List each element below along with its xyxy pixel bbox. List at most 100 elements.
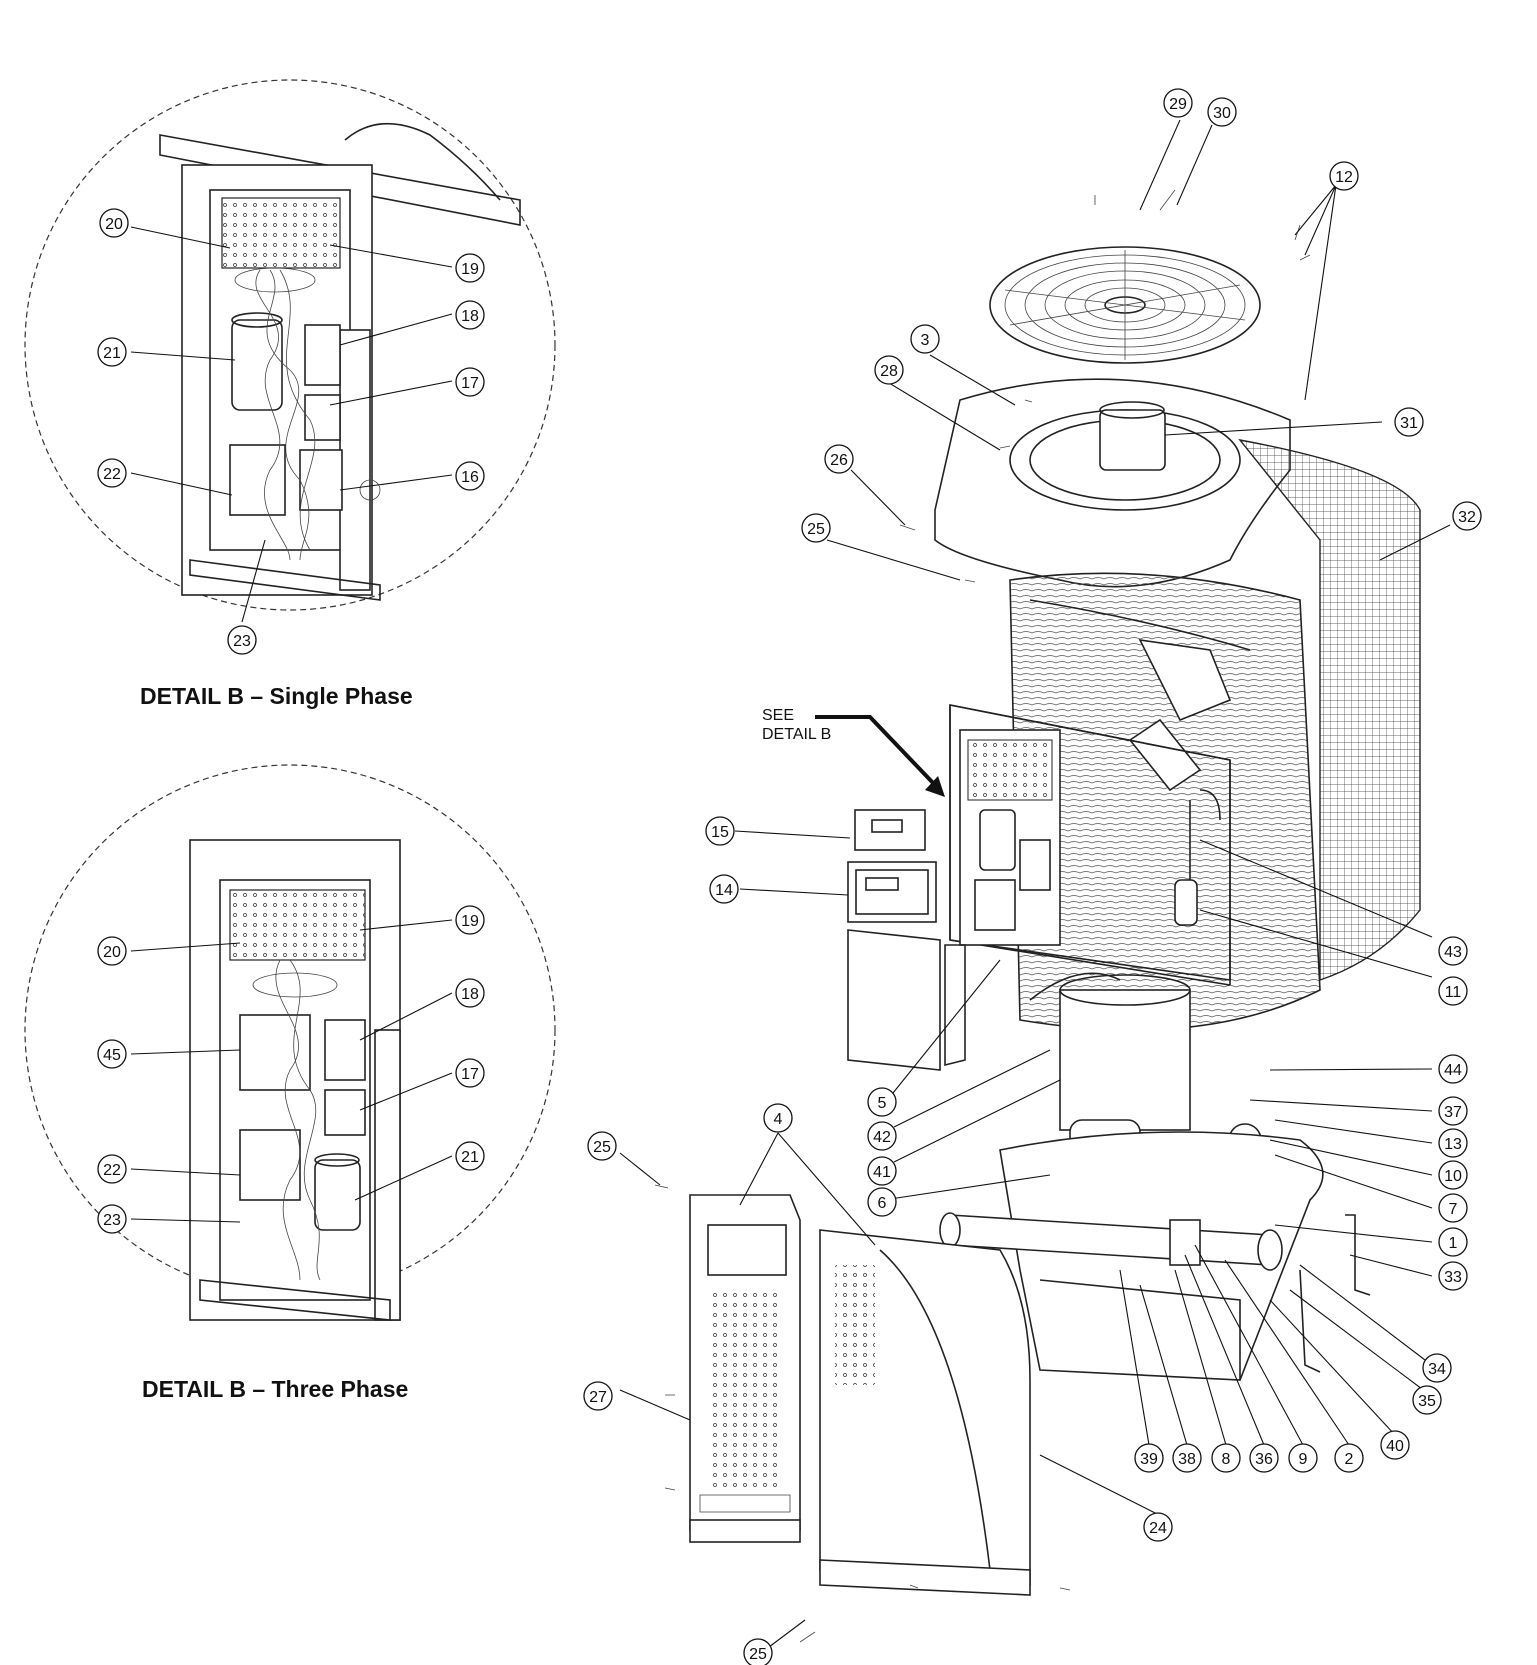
svg-text:31: 31 (1400, 415, 1418, 432)
leader-lines (130, 119, 1451, 1651)
callout-36: 36 (1249, 1443, 1279, 1473)
callout-14: 14 (709, 874, 739, 904)
callout-11: 11 (1438, 976, 1468, 1006)
svg-text:25: 25 (593, 1139, 611, 1156)
callout-20-three: 20 (97, 936, 127, 966)
svg-text:42: 42 (873, 1129, 891, 1146)
callout-42: 42 (867, 1121, 897, 1151)
svg-text:27: 27 (589, 1389, 607, 1406)
see-detail-line2: DETAIL B (762, 726, 832, 743)
callout-33: 33 (1438, 1261, 1468, 1291)
svg-text:16: 16 (461, 469, 479, 486)
svg-text:44: 44 (1444, 1062, 1462, 1079)
svg-text:17: 17 (461, 375, 479, 392)
svg-text:21: 21 (103, 345, 121, 362)
callout-1: 1 (1438, 1227, 1468, 1257)
callout-28: 28 (874, 355, 904, 385)
callout-19-three: 19 (455, 905, 485, 935)
callout-45-three: 45 (97, 1039, 127, 1069)
svg-text:2: 2 (1345, 1451, 1354, 1468)
callout-21-single: 21 (97, 337, 127, 367)
svg-text:28: 28 (880, 363, 898, 380)
callout-22-single: 22 (97, 458, 127, 488)
callout-5: 5 (867, 1087, 897, 1117)
svg-text:43: 43 (1444, 944, 1462, 961)
callout-16-single: 16 (455, 461, 485, 491)
callout-17-single: 17 (455, 367, 485, 397)
svg-text:11: 11 (1445, 984, 1462, 1001)
svg-text:23: 23 (233, 633, 251, 650)
svg-text:1: 1 (1449, 1235, 1458, 1252)
callout-37: 37 (1438, 1096, 1468, 1126)
svg-text:13: 13 (1444, 1136, 1462, 1153)
svg-text:12: 12 (1335, 169, 1353, 186)
svg-text:26: 26 (830, 452, 848, 469)
svg-text:30: 30 (1213, 105, 1231, 122)
svg-text:25: 25 (749, 1646, 767, 1663)
svg-text:5: 5 (878, 1095, 887, 1112)
callout-23-three: 23 (97, 1204, 127, 1234)
caption-three-phase: DETAIL B – Three Phase (142, 1376, 409, 1402)
callout-18-single: 18 (455, 300, 485, 330)
svg-text:45: 45 (103, 1047, 121, 1064)
callout-29: 29 (1163, 88, 1193, 118)
svg-text:25: 25 (807, 521, 825, 538)
callout-25-left: 25 (587, 1131, 617, 1161)
callout-31: 31 (1394, 407, 1424, 437)
callout-25-top: 25 (801, 513, 831, 543)
svg-text:9: 9 (1299, 1451, 1308, 1468)
svg-text:22: 22 (103, 466, 121, 483)
svg-text:19: 19 (461, 913, 479, 930)
callout-32: 32 (1452, 501, 1482, 531)
svg-text:20: 20 (103, 944, 121, 961)
callout-34: 34 (1422, 1353, 1452, 1383)
svg-text:19: 19 (461, 261, 479, 278)
callout-27: 27 (583, 1381, 613, 1411)
callout-9: 9 (1288, 1443, 1318, 1473)
callout-21-three: 21 (455, 1141, 485, 1171)
callout-15: 15 (705, 816, 735, 846)
callout-8: 8 (1211, 1443, 1241, 1473)
svg-text:21: 21 (461, 1149, 479, 1166)
callout-40: 40 (1380, 1430, 1410, 1460)
svg-text:6: 6 (878, 1195, 887, 1212)
callout-38: 38 (1172, 1443, 1202, 1473)
svg-text:15: 15 (711, 824, 729, 841)
see-detail-note: SEE DETAIL B (762, 706, 831, 744)
svg-text:37: 37 (1444, 1104, 1462, 1121)
svg-text:22: 22 (103, 1162, 121, 1179)
callout-41: 41 (867, 1156, 897, 1186)
svg-text:3: 3 (921, 332, 930, 349)
svg-text:18: 18 (461, 986, 479, 1003)
svg-text:18: 18 (461, 308, 479, 325)
svg-text:39: 39 (1140, 1451, 1158, 1468)
svg-text:40: 40 (1386, 1438, 1404, 1455)
callout-17-three: 17 (455, 1058, 485, 1088)
callout-3: 3 (910, 324, 940, 354)
detail-b-single-phase-view (24, 79, 556, 611)
callout-26: 26 (824, 444, 854, 474)
callout-13: 13 (1438, 1128, 1468, 1158)
callout-7: 7 (1438, 1193, 1468, 1223)
svg-text:14: 14 (715, 882, 733, 899)
detail-b-three-phase-view (24, 764, 556, 1321)
callout-30: 30 (1207, 97, 1237, 127)
callout-4: 4 (763, 1103, 793, 1133)
svg-text:29: 29 (1169, 96, 1187, 113)
svg-text:36: 36 (1255, 1451, 1273, 1468)
svg-text:32: 32 (1458, 509, 1476, 526)
svg-text:35: 35 (1418, 1393, 1436, 1410)
svg-text:33: 33 (1444, 1269, 1462, 1286)
see-detail-line1: SEE (762, 707, 795, 724)
svg-text:10: 10 (1444, 1168, 1462, 1185)
svg-text:41: 41 (873, 1164, 891, 1181)
callout-20-single: 20 (99, 208, 129, 238)
callout-18-three: 18 (455, 978, 485, 1008)
callout-23-single: 23 (227, 625, 257, 655)
callout-12: 12 (1329, 161, 1359, 191)
callout-35: 35 (1412, 1385, 1442, 1415)
heat-pump-exploded-view (654, 189, 1421, 1643)
svg-text:20: 20 (105, 216, 123, 233)
callout-39: 39 (1134, 1443, 1164, 1473)
